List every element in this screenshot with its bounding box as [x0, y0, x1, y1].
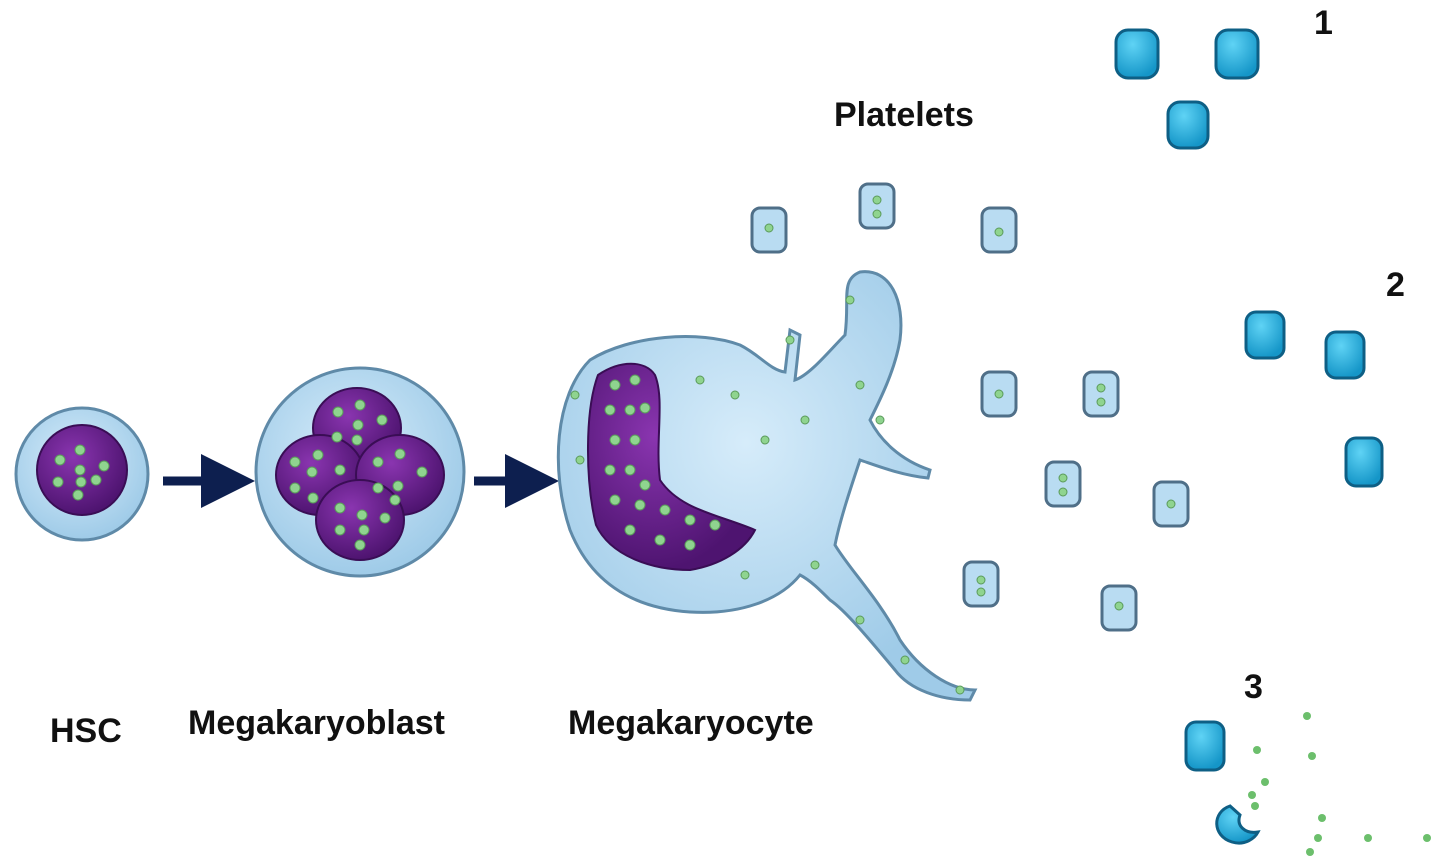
hsc-label: HSC — [50, 712, 122, 750]
megakaryocyte-label: Megakaryocyte — [568, 704, 814, 742]
stage-1-marker: 1 — [1314, 4, 1333, 42]
platelet — [1044, 460, 1082, 508]
platelet — [858, 182, 896, 230]
activated-platelets-stage-1 — [1114, 28, 1260, 150]
activated-platelets-stage-3 — [1184, 712, 1431, 856]
megakaryocyte-cell — [556, 270, 978, 702]
platelets-label: Platelets — [834, 96, 974, 134]
platelet — [1082, 370, 1120, 418]
megakaryoblast-label: Megakaryoblast — [188, 704, 445, 742]
resting-platelets — [750, 182, 1190, 632]
stage-3-marker: 3 — [1244, 668, 1263, 706]
megakaryoblast-cell — [254, 366, 466, 578]
stage-2-marker: 2 — [1386, 266, 1405, 304]
hsc-cell — [14, 406, 150, 542]
activated-platelets-stage-2 — [1244, 310, 1384, 488]
